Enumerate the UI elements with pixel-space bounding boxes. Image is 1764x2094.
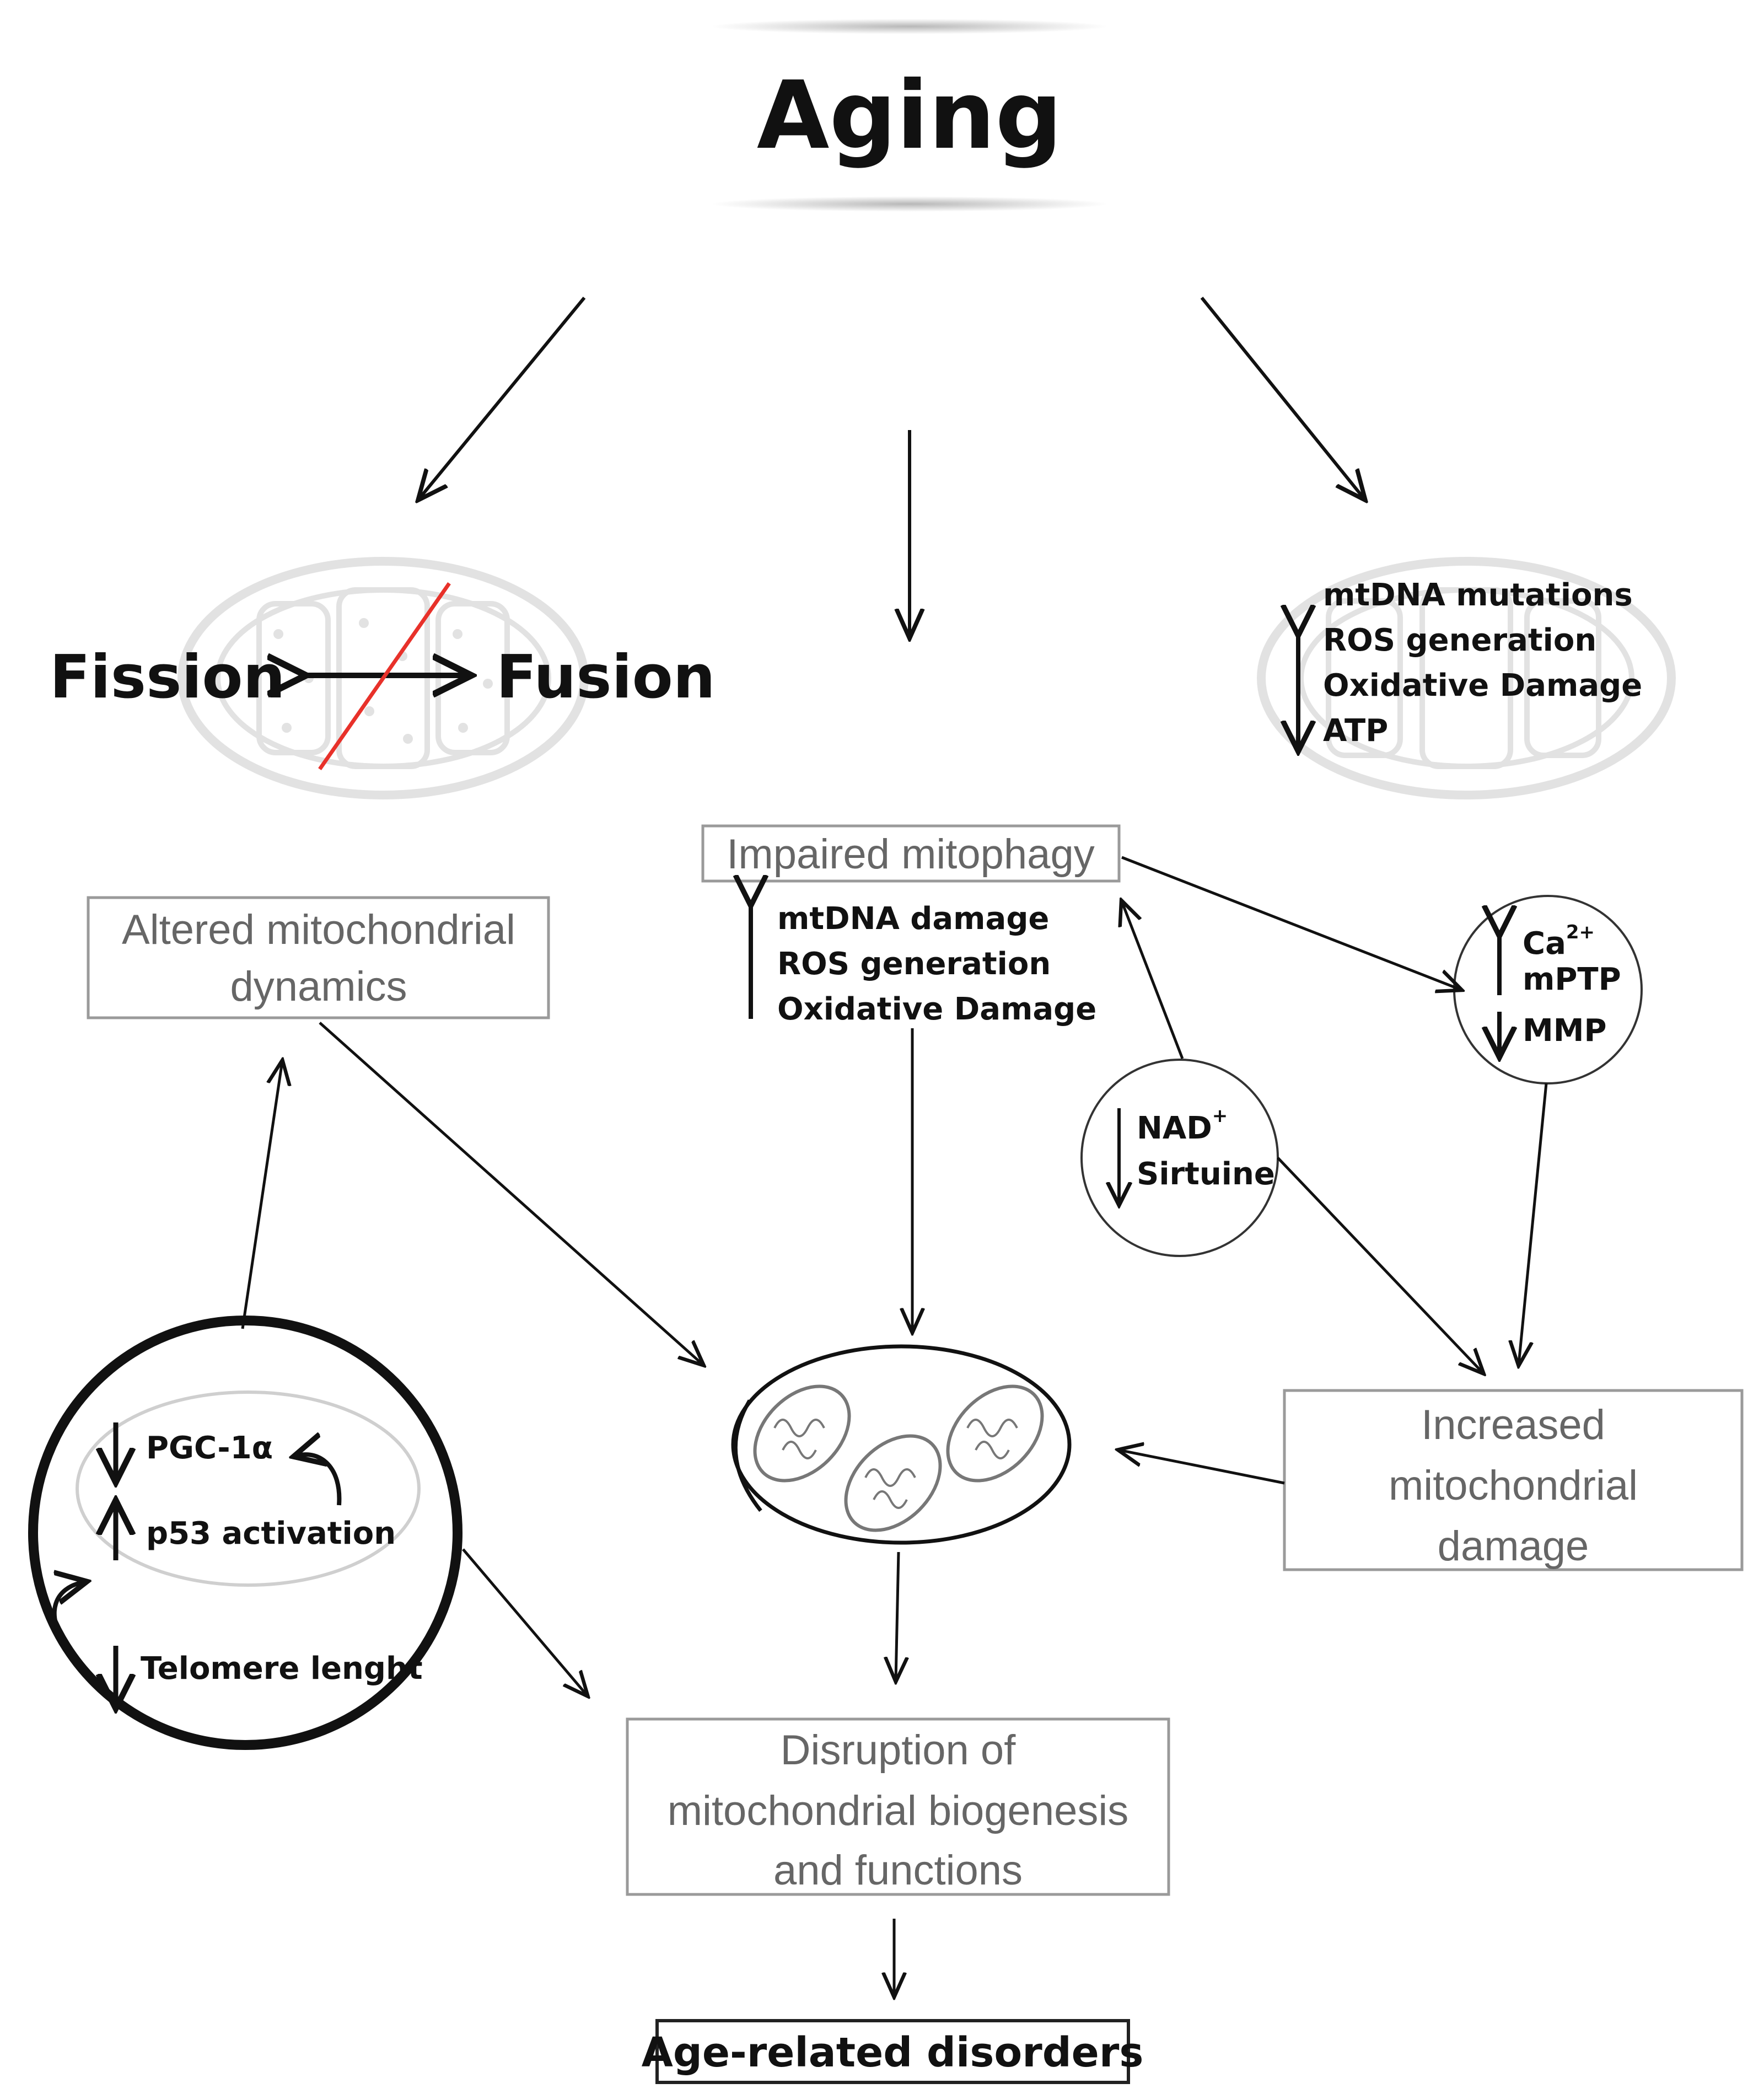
- marker-atp: ATP: [1323, 713, 1388, 749]
- arrow-nad-to-damage: [1277, 1157, 1483, 1373]
- arrow-nad-to-mitophagy: [1122, 901, 1184, 1059]
- ion-ca-label: Ca2+: [1523, 921, 1595, 962]
- pgc-label: PGC-1α: [146, 1430, 273, 1466]
- marker-mtdna-damage: mtDNA damage: [777, 901, 1049, 937]
- curved-arrow-icon: [52, 1582, 83, 1647]
- arrow-dynamics-to-cell: [319, 1022, 703, 1365]
- disruption-box: Disruption of mitochondrial biogenesis a…: [626, 1717, 1170, 1896]
- p53-label: p53 activation: [146, 1516, 396, 1551]
- marker-oxidative-damage: Oxidative Damage: [1323, 668, 1642, 704]
- connector-arrows: [241, 856, 1548, 1996]
- arrow-senescence-to-dynamics: [241, 1061, 282, 1329]
- nad-circle: NAD+ Sirtuine: [1080, 1059, 1279, 1257]
- increased-damage-box: Increased mitochondrial damage: [1283, 1389, 1744, 1571]
- inhibition-slash: [318, 582, 451, 771]
- impaired-mitophagy-box: Impaired mitophagy: [701, 824, 1121, 883]
- ion-circle: Ca2+ mPTP MMP: [1453, 895, 1643, 1084]
- increased-damage-line2: mitochondrial: [1389, 1462, 1638, 1509]
- diagram-title: Aging: [757, 61, 1062, 170]
- sirtuine-label: Sirtuine: [1137, 1156, 1275, 1192]
- altered-dynamics-box: Altered mitochondrial dynamics: [87, 896, 550, 1019]
- altered-dynamics-line2: dynamics: [230, 963, 407, 1010]
- mitophagy-markers: mtDNA damage ROS generation Oxidative Da…: [751, 901, 1096, 1027]
- fusion-label: Fusion: [496, 643, 716, 712]
- arrow-aging-to-dynamics: [419, 297, 586, 499]
- arrow-aging-to-mtdna: [1200, 297, 1364, 499]
- disruption-line2: mitochondrial biogenesis: [668, 1787, 1128, 1834]
- mtdna-markers: mtDNA mutations ROS generation Oxidative…: [1298, 577, 1642, 749]
- marker-mtdna-mutations: mtDNA mutations: [1323, 577, 1633, 613]
- telomere-label: Telomere lenght: [141, 1651, 423, 1687]
- impaired-mitophagy-label: Impaired mitophagy: [727, 831, 1094, 878]
- final-outcome-box: Age-related disorders: [642, 2019, 1144, 2084]
- nad-label: NAD+: [1137, 1105, 1228, 1146]
- curved-arrow-icon: [298, 1454, 342, 1506]
- marker-ros-generation-2: ROS generation: [777, 946, 1051, 982]
- fission-label: Fission: [50, 643, 285, 712]
- central-mitochondria-icon: [731, 1344, 1072, 1545]
- arrow-mitophagy-to-ion: [1121, 856, 1461, 990]
- arrow-cell-to-disruption: [896, 1551, 899, 1680]
- arrow-damage-to-cell: [1119, 1450, 1285, 1485]
- ion-mptp-label: mPTP: [1523, 962, 1621, 997]
- altered-dynamics-line1: Altered mitochondrial: [122, 906, 515, 953]
- disruption-line1: Disruption of: [781, 1727, 1017, 1774]
- arrow-ion-to-damage: [1519, 1083, 1548, 1365]
- ion-mmp-label: MMP: [1523, 1013, 1607, 1049]
- marker-oxidative-damage-2: Oxidative Damage: [777, 991, 1096, 1027]
- title-block: Aging: [711, 19, 1108, 212]
- ghost-mitochondrion-right-icon: [1257, 557, 1676, 799]
- senescence-circle: PGC-1α p53 activation Telomere lenght: [28, 1316, 462, 1750]
- aging-arrows: [419, 297, 1364, 637]
- arrow-senescence-to-disruption: [462, 1548, 587, 1695]
- disruption-line3: and functions: [773, 1847, 1023, 1894]
- final-outcome-label: Age-related disorders: [642, 2029, 1144, 2076]
- increased-damage-line3: damage: [1438, 1523, 1589, 1570]
- increased-damage-line1: Increased: [1421, 1402, 1605, 1448]
- marker-ros-generation: ROS generation: [1323, 622, 1596, 658]
